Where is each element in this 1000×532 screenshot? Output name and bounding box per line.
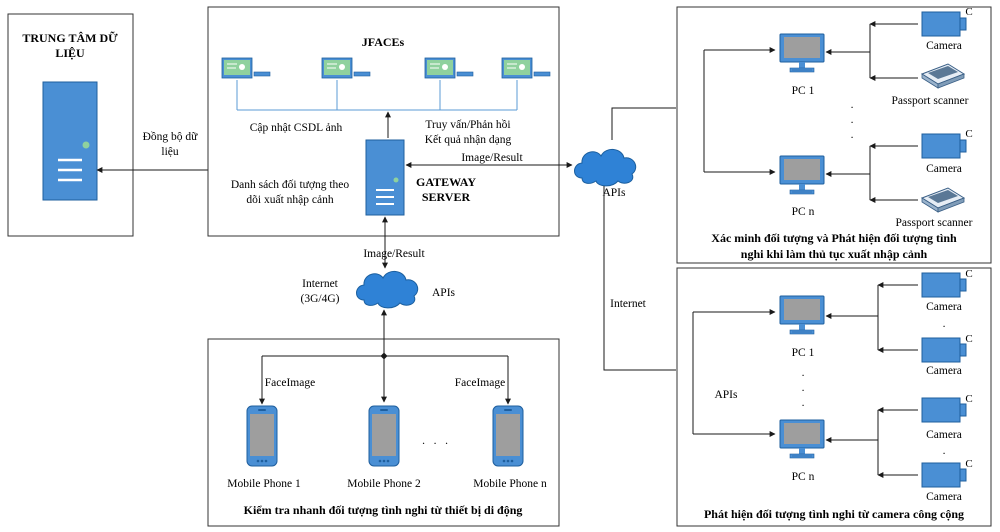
datacenter-title-1: TRUNG TÂM DỮ [22, 31, 118, 45]
gateway-panel: JFACEs Cập nhật CSDL ảnh Truy vấn/Phản h… [207, 6, 560, 237]
public-pcn-label: PC n [792, 471, 815, 483]
public-camera-icon-1 [921, 272, 967, 298]
svg-text:.: . [851, 99, 854, 111]
svg-text:.: . [802, 397, 805, 409]
internet-3g-label-2: (3G/4G) [301, 293, 340, 305]
svg-text:. . .: . . . [422, 435, 448, 447]
face-image-left-label: FaceImage [265, 377, 315, 389]
public-camera-4-label: Camera [926, 491, 962, 503]
svg-text:.: . [943, 445, 946, 457]
gateway-server-label-2: SERVER [422, 190, 471, 204]
public-camera-icon-2 [921, 337, 967, 363]
server-tower-icon [42, 81, 98, 201]
immigration-pc1-label: PC 1 [792, 85, 815, 97]
watchlist-label-2: dõi xuất nhập cảnh [246, 193, 333, 206]
internet-right-label: Internet [610, 298, 647, 310]
immigration-caption-1: Xác minh đối tượng và Phát hiện đối tượn… [711, 231, 957, 245]
public-camera-icon-3 [921, 397, 967, 423]
svg-text:C: C [965, 128, 972, 140]
svg-text:C: C [965, 458, 972, 470]
apis-mid-label: APIs [432, 287, 456, 299]
immigration-camera-1-label: Camera [926, 40, 962, 52]
passport-scanner-2-label: Passport scanner [896, 217, 973, 229]
public-camera-3-label: Camera [926, 429, 962, 441]
internet-3g-label-1: Internet [302, 278, 339, 290]
jfaces-title: JFACEs [362, 35, 405, 49]
apis-public-label: APIs [714, 389, 738, 401]
svg-text:.: . [802, 367, 805, 379]
svg-text:C: C [965, 268, 972, 280]
update-db-label: Cập nhật CSDL ảnh [250, 122, 343, 134]
svg-text:.: . [802, 382, 805, 394]
image-result-bottom-label: Image/Result [363, 248, 425, 260]
mobile-phone-icon-n [492, 405, 524, 467]
svg-text:C: C [965, 333, 972, 345]
sync-label-1: Đồng bộ dữ [143, 130, 199, 143]
mobile-caption: Kiểm tra nhanh đối tượng tình nghi từ th… [244, 503, 523, 517]
apis-cloud-icon [574, 148, 637, 187]
immigration-camera-2-label: Camera [926, 163, 962, 175]
public-camera-1-label: Camera [926, 301, 962, 313]
mobile-phone-icon-1 [246, 405, 278, 467]
query-label-1: Truy vấn/Phản hồi [425, 118, 510, 131]
immigration-panel: PC 1 PC n . . . C Camera Passport scanne… [676, 6, 992, 264]
svg-text:.: . [943, 318, 946, 330]
svg-text:.: . [851, 129, 854, 141]
mobile-phone-n-label: Mobile Phone n [473, 478, 547, 490]
datacenter-title-2: LIỆU [55, 46, 85, 60]
gateway-server-label-1: GATEWAY [416, 175, 476, 189]
query-label-2: Kết quả nhận dạng [425, 133, 512, 146]
public-camera-panel: APIs PC 1 PC n . . . C Camera . C Camera… [676, 267, 992, 527]
internet-cloud-icon [356, 270, 419, 309]
sync-label-2: liệu [161, 146, 178, 158]
svg-text:.: . [851, 114, 854, 126]
immigration-pcn-label: PC n [792, 206, 815, 218]
camera-badge: C [965, 6, 972, 18]
cloud-public-camera-link [603, 186, 676, 371]
public-camera-icon-4 [921, 462, 967, 488]
mobile-phone-2-label: Mobile Phone 2 [347, 478, 421, 490]
datacenter-panel: TRUNG TÂM DỮ LIỆU [7, 13, 134, 237]
watchlist-label-1: Danh sách đối tượng theo [231, 178, 350, 191]
cloud-immigration-link [611, 107, 676, 140]
apis-right-label: APIs [602, 187, 626, 199]
public-camera-2-label: Camera [926, 365, 962, 377]
immigration-camera-icon-1 [921, 11, 967, 37]
public-pc1-label: PC 1 [792, 347, 815, 359]
mobile-phone-icon-2 [368, 405, 400, 467]
svg-text:C: C [965, 393, 972, 405]
mobile-phone-1-label: Mobile Phone 1 [227, 478, 301, 490]
face-image-right-label: FaceImage [455, 377, 505, 389]
immigration-caption-2: nghi khi làm thủ tục xuất nhập cảnh [741, 247, 928, 261]
immigration-camera-icon-2 [921, 133, 967, 159]
mobile-panel: FaceImage FaceImage . . . Mobile Phone 1… [207, 309, 560, 527]
gateway-server-icon [365, 139, 405, 216]
passport-scanner-1-label: Passport scanner [892, 95, 969, 107]
public-camera-caption: Phát hiện đối tượng tình nghi từ camera … [704, 507, 964, 521]
image-result-right-label: Image/Result [461, 152, 523, 164]
